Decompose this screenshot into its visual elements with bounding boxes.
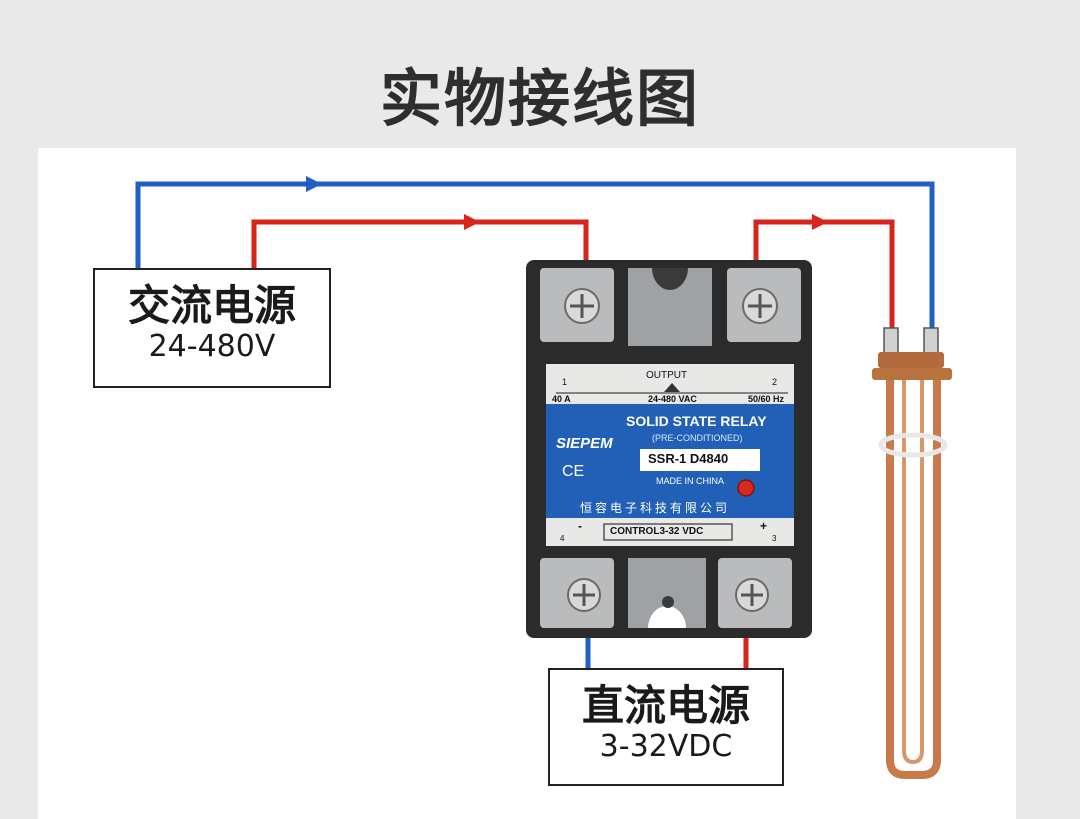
blue-wire-ac-to-heater	[135, 181, 935, 330]
ce-mark-icon: CE	[562, 463, 585, 480]
relay-terminal-2: 2	[772, 377, 778, 387]
relay-terminal-3: 3	[772, 534, 777, 543]
red-wire-arrow-icon-2	[812, 214, 828, 230]
relay-type: SOLID STATE RELAY	[626, 413, 767, 429]
dc-source-name: 直流电源	[581, 681, 750, 730]
relay-made-in: MADE IN CHINA	[656, 476, 725, 486]
blue-wire-arrow-icon	[306, 176, 322, 192]
dc-power-source-box: 直流电源 3-32VDC	[548, 668, 784, 786]
relay-terminal-4: 4	[560, 534, 565, 543]
screw-icon	[742, 288, 778, 324]
dc-source-voltage: 3-32VDC	[599, 729, 733, 765]
relay-brand: SIEPEM	[556, 435, 613, 452]
screw-icon	[735, 578, 769, 612]
relay-frequency: 50/60 Hz	[748, 394, 785, 404]
relay-subtitle: (PRE-CONDITIONED)	[652, 433, 743, 443]
relay-plus: +	[760, 519, 768, 533]
status-led-icon	[737, 479, 755, 497]
ac-source-voltage: 24-480V	[148, 329, 276, 365]
relay-terminal-1: 1	[562, 377, 568, 387]
screw-icon	[564, 288, 600, 324]
ac-power-source-box: 交流电源 24-480V	[93, 268, 331, 388]
ac-source-name: 交流电源	[127, 281, 296, 330]
heater-element-icon	[872, 327, 952, 779]
screw-icon	[567, 578, 601, 612]
relay-company: 恒容电子科技有限公司	[580, 501, 731, 515]
relay-output-label: OUTPUT	[646, 370, 688, 381]
relay-control: CONTROL3-32 VDC	[610, 526, 704, 537]
page-title: 实物接线图	[379, 62, 700, 135]
red-wire-arrow-icon	[464, 214, 480, 230]
solid-state-relay	[526, 260, 812, 638]
relay-minus: -	[578, 519, 582, 533]
relay-model: SSR-1 D4840	[648, 451, 729, 466]
relay-voltage: 24-480 VAC	[648, 394, 697, 404]
relay-current: 40 A	[552, 394, 571, 404]
